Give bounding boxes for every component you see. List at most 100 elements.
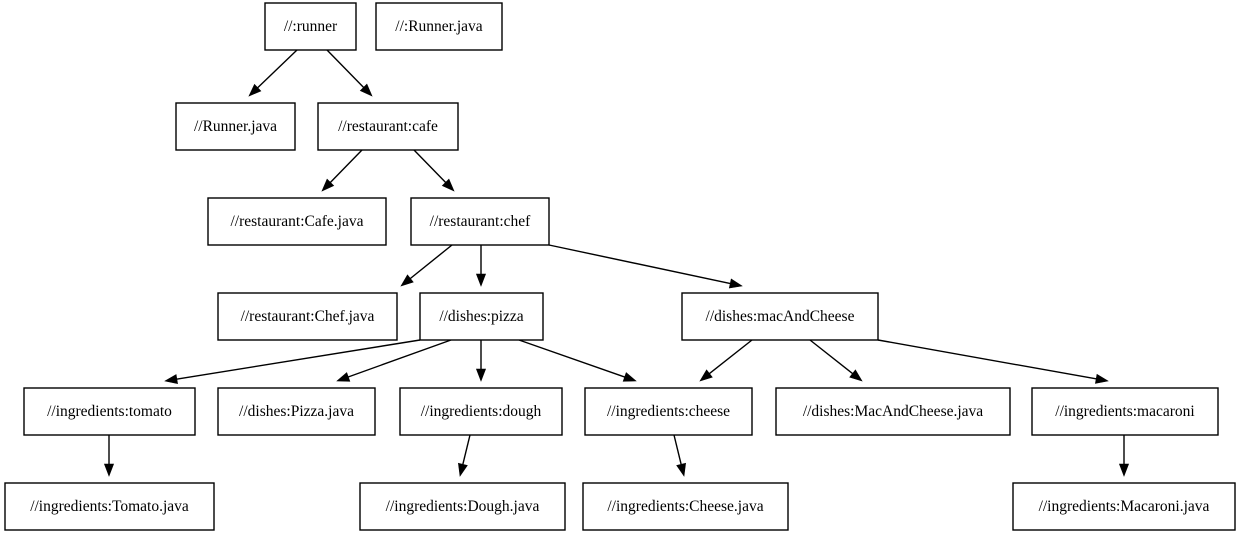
- node-box[interactable]: [584, 387, 753, 436]
- graph-node-chef_java[interactable]: //restaurant:Chef.java: [217, 292, 398, 341]
- node-label: //ingredients:cheese: [607, 403, 730, 420]
- node-label: //Runner.java: [194, 118, 277, 135]
- graph-node-ing_dough[interactable]: //ingredients:dough: [399, 387, 563, 436]
- edge-dishes_mac-to-mac_java: [809, 339, 863, 382]
- node-box[interactable]: [681, 292, 879, 341]
- node-box[interactable]: [217, 387, 376, 436]
- graph-node-dough_java[interactable]: //ingredients:Dough.java: [359, 482, 566, 531]
- edge-restaurant_cafe-to-cafe_java: [321, 149, 363, 192]
- node-label: //ingredients:Macaroni.java: [1039, 498, 1210, 515]
- arrowhead-icon: [728, 278, 743, 289]
- node-box[interactable]: [23, 387, 196, 436]
- graph-node-ing_cheese[interactable]: //ingredients:cheese: [584, 387, 753, 436]
- node-label: //dishes:MacAndCheese.java: [803, 403, 983, 420]
- edge-line: [877, 339, 1099, 380]
- node-label: //restaurant:Cafe.java: [231, 213, 364, 230]
- edge-restaurant_chef-to-chef_java: [400, 244, 453, 287]
- edge-dishes_pizza-to-ing_cheese: [518, 339, 637, 382]
- edge-line: [346, 339, 452, 379]
- node-label: //restaurant:cafe: [338, 118, 438, 135]
- edge-ing_tomato-to-tomato_java: [103, 435, 115, 477]
- arrowhead-icon: [1095, 373, 1109, 384]
- arrowhead-icon: [849, 369, 863, 382]
- node-label: //restaurant:chef: [430, 213, 532, 230]
- arrowhead-icon: [359, 83, 373, 97]
- graph-node-runner_java[interactable]: //Runner.java: [175, 102, 296, 151]
- arrowhead-icon: [622, 372, 637, 382]
- graph-node-restaurant_cafe[interactable]: //restaurant:cafe: [317, 102, 459, 151]
- edge-line: [707, 339, 753, 376]
- node-label: //ingredients:Tomato.java: [30, 498, 189, 515]
- graph-node-root_runner_java[interactable]: //:Runner.java: [375, 2, 503, 51]
- edge-line: [809, 339, 855, 376]
- graph-node-cheese_java[interactable]: //ingredients:Cheese.java: [582, 482, 789, 531]
- edge-line: [326, 49, 366, 90]
- node-label: //ingredients:Dough.java: [386, 498, 540, 515]
- node-label: //ingredients:dough: [421, 403, 542, 420]
- arrowhead-icon: [1118, 463, 1130, 477]
- node-box[interactable]: [375, 2, 503, 51]
- graph-node-macaroni_java[interactable]: //ingredients:Macaroni.java: [1012, 482, 1236, 531]
- node-label: //:runner: [284, 18, 338, 35]
- edge-restaurant_cafe-to-restaurant_chef: [413, 149, 455, 192]
- node-label: //ingredients:Cheese.java: [607, 498, 763, 515]
- edge-line: [255, 49, 298, 90]
- graph-node-cafe_java[interactable]: //restaurant:Cafe.java: [207, 197, 387, 246]
- graph-node-ing_tomato[interactable]: //ingredients:tomato: [23, 387, 196, 436]
- node-box[interactable]: [4, 482, 215, 531]
- arrowhead-icon: [400, 274, 414, 287]
- arrowhead-icon: [676, 462, 686, 477]
- arrowhead-icon: [321, 178, 335, 192]
- edge-ing_dough-to-dough_java: [458, 434, 471, 477]
- graph-node-dishes_mac[interactable]: //dishes:macAndCheese: [681, 292, 879, 341]
- graph-node-tomato_java[interactable]: //ingredients:Tomato.java: [4, 482, 215, 531]
- node-box[interactable]: [207, 197, 387, 246]
- node-label: //restaurant:Chef.java: [241, 308, 375, 325]
- edge-dishes_pizza-to-ing_tomato: [164, 339, 421, 385]
- edge-line: [548, 244, 733, 285]
- edge-dishes_mac-to-ing_macaroni: [877, 339, 1109, 384]
- node-box[interactable]: [1031, 387, 1219, 436]
- edge-restaurant_chef-to-dishes_pizza: [475, 245, 487, 287]
- edge-ing_macaroni-to-macaroni_java: [1118, 435, 1130, 477]
- graph-node-restaurant_chef[interactable]: //restaurant:chef: [410, 197, 550, 246]
- graph-node-mac_java[interactable]: //dishes:MacAndCheese.java: [775, 387, 1011, 436]
- edge-dishes_pizza-to-pizza_java: [336, 339, 452, 382]
- node-box[interactable]: [582, 482, 789, 531]
- node-label: //ingredients:macaroni: [1055, 403, 1195, 420]
- node-box[interactable]: [1012, 482, 1236, 531]
- edges-layer: [103, 49, 1130, 477]
- graph-node-pizza_java[interactable]: //dishes:Pizza.java: [217, 387, 376, 436]
- graph-node-runner[interactable]: //:runner: [264, 2, 357, 51]
- edge-line: [328, 149, 363, 185]
- node-box[interactable]: [217, 292, 398, 341]
- edge-runner-to-runner_java: [248, 49, 298, 97]
- arrowhead-icon: [336, 372, 351, 382]
- node-box[interactable]: [264, 2, 357, 51]
- node-box[interactable]: [775, 387, 1011, 436]
- node-box[interactable]: [175, 102, 296, 151]
- node-box[interactable]: [399, 387, 563, 436]
- edge-line: [673, 434, 683, 467]
- edge-dishes_mac-to-ing_cheese: [699, 339, 753, 382]
- node-box[interactable]: [317, 102, 459, 151]
- arrowhead-icon: [475, 368, 487, 382]
- edge-line: [174, 339, 421, 381]
- edge-line: [408, 244, 453, 281]
- arrowhead-icon: [458, 462, 468, 477]
- node-label: //dishes:pizza: [439, 308, 523, 325]
- node-box[interactable]: [419, 292, 544, 341]
- nodes-layer: //:runner //:Runner.java //Runner.java //re…: [4, 2, 1236, 531]
- edge-runner-to-restaurant_cafe: [326, 49, 373, 97]
- arrowhead-icon: [248, 83, 262, 97]
- graph-node-ing_macaroni[interactable]: //ingredients:macaroni: [1031, 387, 1219, 436]
- node-box[interactable]: [359, 482, 566, 531]
- arrowhead-icon: [441, 178, 455, 192]
- arrowhead-icon: [164, 374, 178, 385]
- graph-node-dishes_pizza[interactable]: //dishes:pizza: [419, 292, 544, 341]
- node-box[interactable]: [410, 197, 550, 246]
- edge-line: [518, 339, 627, 379]
- edge-ing_cheese-to-cheese_java: [673, 434, 686, 477]
